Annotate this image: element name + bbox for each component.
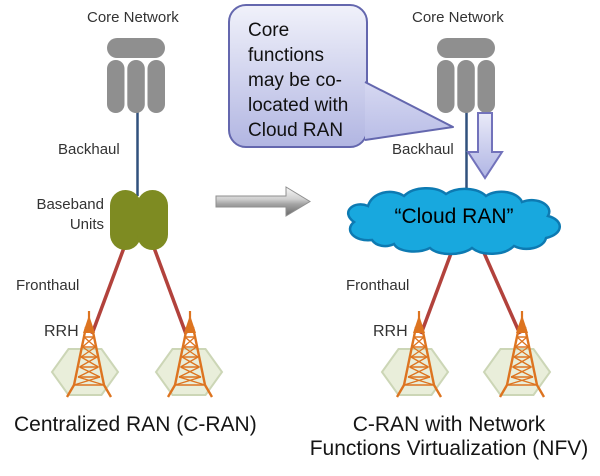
core-network-label-right: Core Network xyxy=(412,9,504,26)
callout-bubble: Core functions may be co- located with C… xyxy=(228,4,368,148)
callout-text-line: located with xyxy=(248,95,349,116)
caption-nfv-line2: Functions Virtualization (NFV) xyxy=(309,437,589,460)
coverage-hexagon xyxy=(50,348,120,396)
fronthaul-label-right: Fronthaul xyxy=(346,277,410,294)
rrh-label-left: RRH xyxy=(44,323,79,340)
fronthaul-line xyxy=(90,244,127,335)
caption-nfv-line1: C-RAN with Network xyxy=(352,413,546,436)
fronthaul-line xyxy=(151,244,188,335)
fronthaul-label-left: Fronthaul xyxy=(16,277,80,294)
fronthaul-line xyxy=(479,245,522,335)
core-network-icon xyxy=(437,38,495,113)
rrh-label-right: RRH xyxy=(373,323,408,340)
callout-tail xyxy=(364,81,454,141)
backhaul-label-left: Backhaul xyxy=(58,141,120,158)
cloud-ran-shape xyxy=(347,187,561,256)
cloud-ran-label: “Cloud RAN” xyxy=(394,205,514,228)
baseband-units-label: Baseband Units xyxy=(36,196,104,233)
coverage-hexagon xyxy=(380,348,450,396)
callout-text-line: functions xyxy=(248,45,325,66)
callout-text-line: may be co- xyxy=(248,70,342,91)
caption-cran: Centralized RAN (C-RAN) xyxy=(14,413,257,436)
baseband-units-icon xyxy=(110,190,168,250)
fronthaul-line xyxy=(419,247,455,335)
core-network-icon xyxy=(107,38,165,113)
colocation-arrow-icon xyxy=(466,112,504,180)
callout-text-line: Core xyxy=(248,20,290,41)
backhaul-label-right: Backhaul xyxy=(392,141,454,158)
transition-arrow-icon xyxy=(215,186,311,217)
caption-nfv: C-RAN with Network Functions Virtualizat… xyxy=(305,413,593,461)
core-network-label-left: Core Network xyxy=(87,9,179,26)
callout-text-line: Cloud RAN xyxy=(248,120,344,141)
